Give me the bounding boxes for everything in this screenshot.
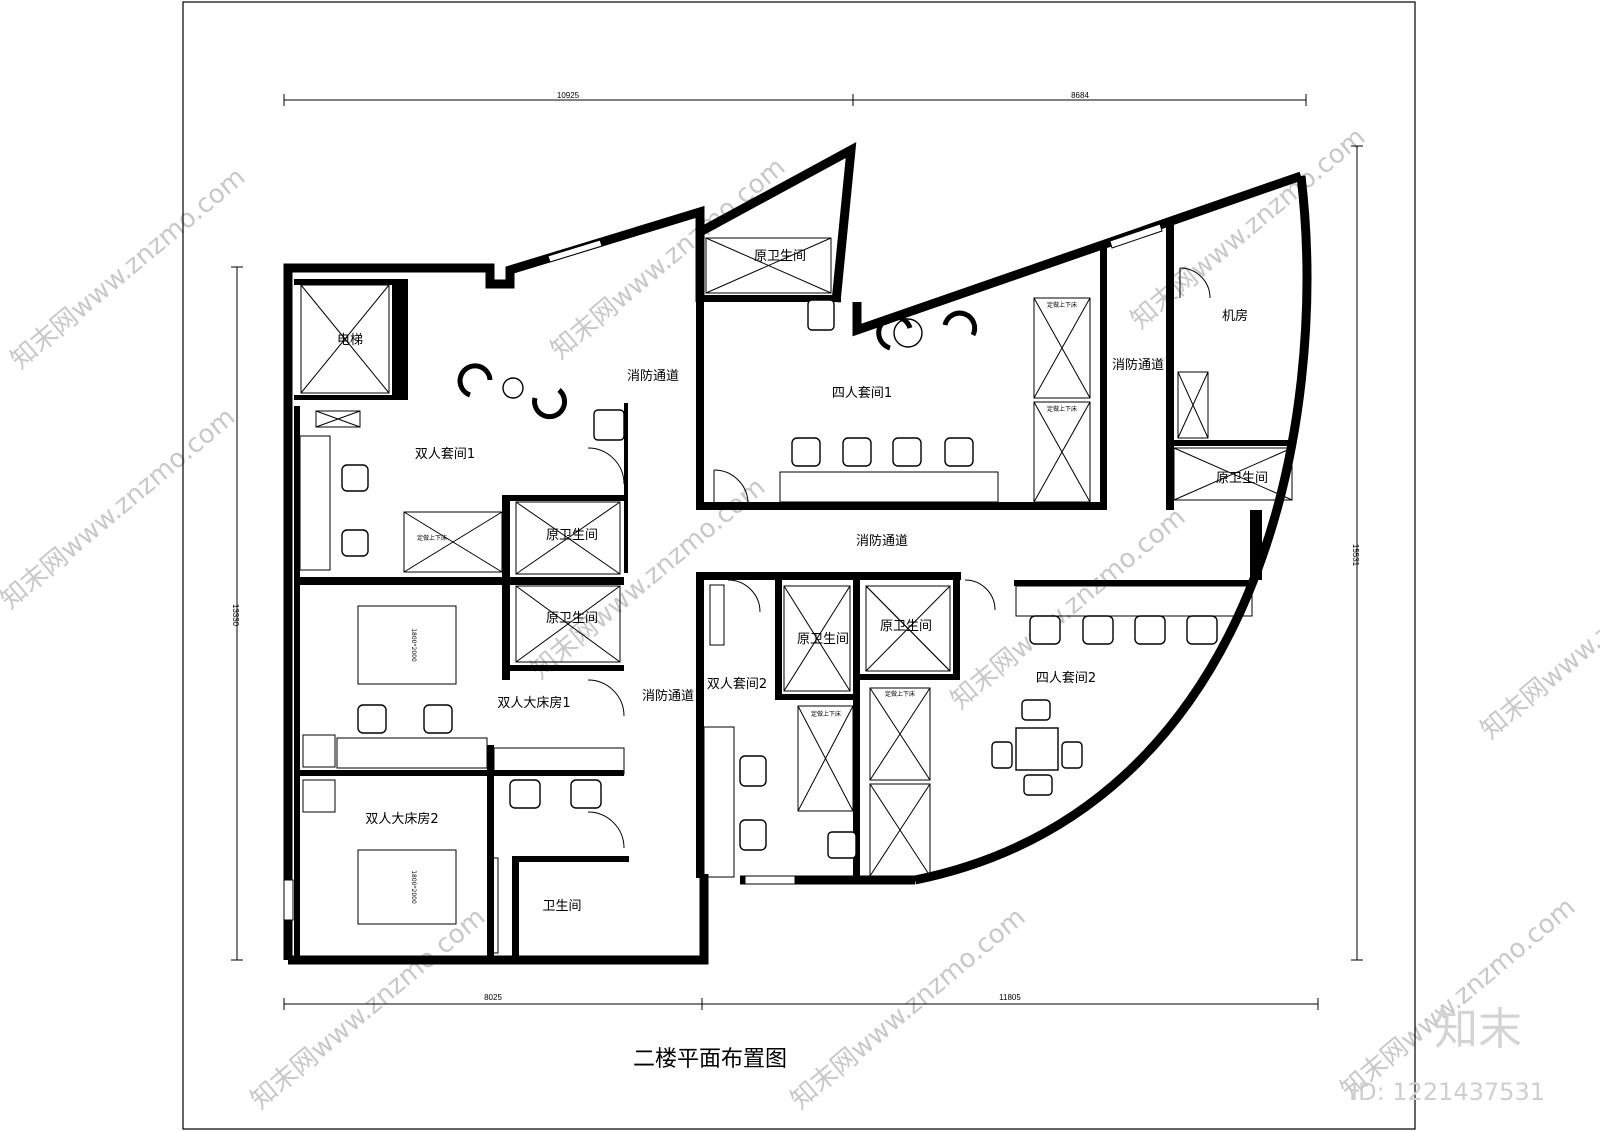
label-corridor-main: 消防通道 xyxy=(856,533,908,549)
label-suite4-1: 四人套间1 xyxy=(832,385,892,401)
label-bathroom: 卫生间 xyxy=(542,899,581,914)
label-corridor-left: 消防通道 xyxy=(642,688,694,704)
label-wc-mid1: 原卫生间 xyxy=(546,528,598,543)
label-suite4-2: 四人套间2 xyxy=(1036,670,1096,686)
label-wc-right: 原卫生间 xyxy=(1216,471,1268,486)
label-corridor-right: 消防通道 xyxy=(1112,357,1164,373)
label-suite2-1: 双人套间1 xyxy=(415,446,475,462)
label-double-bed1: 双人大床房1 xyxy=(497,695,570,711)
watermark: 知末网www.znzmo.com xyxy=(245,902,491,1115)
dim-bottom-left: 8025 xyxy=(484,993,502,1002)
bunk-label: 定做上下床 xyxy=(811,710,841,718)
chairs xyxy=(341,299,1218,859)
dim-bottom-right: 11805 xyxy=(999,993,1021,1002)
label-wc-mid2: 原卫生间 xyxy=(546,611,598,626)
fixtures xyxy=(299,237,1293,954)
dim-right-height: 15531 xyxy=(1351,544,1360,567)
label-wc-top: 原卫生间 xyxy=(754,249,806,264)
bed-label: 1800*2000 xyxy=(410,628,417,662)
dimension-lines xyxy=(231,94,1363,1010)
label-wc-s2: 原卫生间 xyxy=(880,619,932,634)
drawing-title: 二楼平面布置图 xyxy=(633,1047,787,1072)
bed-label: 1800*2000 xyxy=(410,870,417,904)
watermark: 知末网www.znzmo.com xyxy=(5,162,251,375)
label-corridor-top: 消防通道 xyxy=(627,368,679,384)
bunk-label: 定做上下床 xyxy=(417,534,447,542)
image-id: ID: 1221437531 xyxy=(1351,1078,1545,1106)
bunk-label: 定做上下床 xyxy=(1047,405,1077,413)
doors xyxy=(587,267,1211,849)
label-suite2-2: 双人套间2 xyxy=(707,676,767,692)
label-elevator: 电梯 xyxy=(337,333,363,348)
interior-walls xyxy=(294,225,1296,960)
watermark: 知末网www.znzmo.com xyxy=(785,902,1031,1115)
dim-left-height: 13330 xyxy=(231,604,240,627)
watermark: 知末网www.znzmo.com xyxy=(0,402,241,615)
drawing-frame xyxy=(182,1,1416,1130)
dim-top-right: 8684 xyxy=(1071,91,1089,100)
label-machine-room: 机房 xyxy=(1222,308,1248,324)
bunk-label: 定做上下床 xyxy=(885,690,915,698)
watermark: 知末网www.znzmo.com xyxy=(1335,892,1581,1105)
dim-top-left: 10925 xyxy=(557,91,580,100)
brand-watermark: 知末 xyxy=(1434,1004,1522,1055)
label-wc-s1: 原卫生间 xyxy=(797,632,849,647)
label-double-bed2: 双人大床房2 xyxy=(365,811,438,827)
watermark: 知末网www.znzmo.com xyxy=(1475,532,1600,745)
bunk-label: 定做上下床 xyxy=(1047,301,1077,309)
